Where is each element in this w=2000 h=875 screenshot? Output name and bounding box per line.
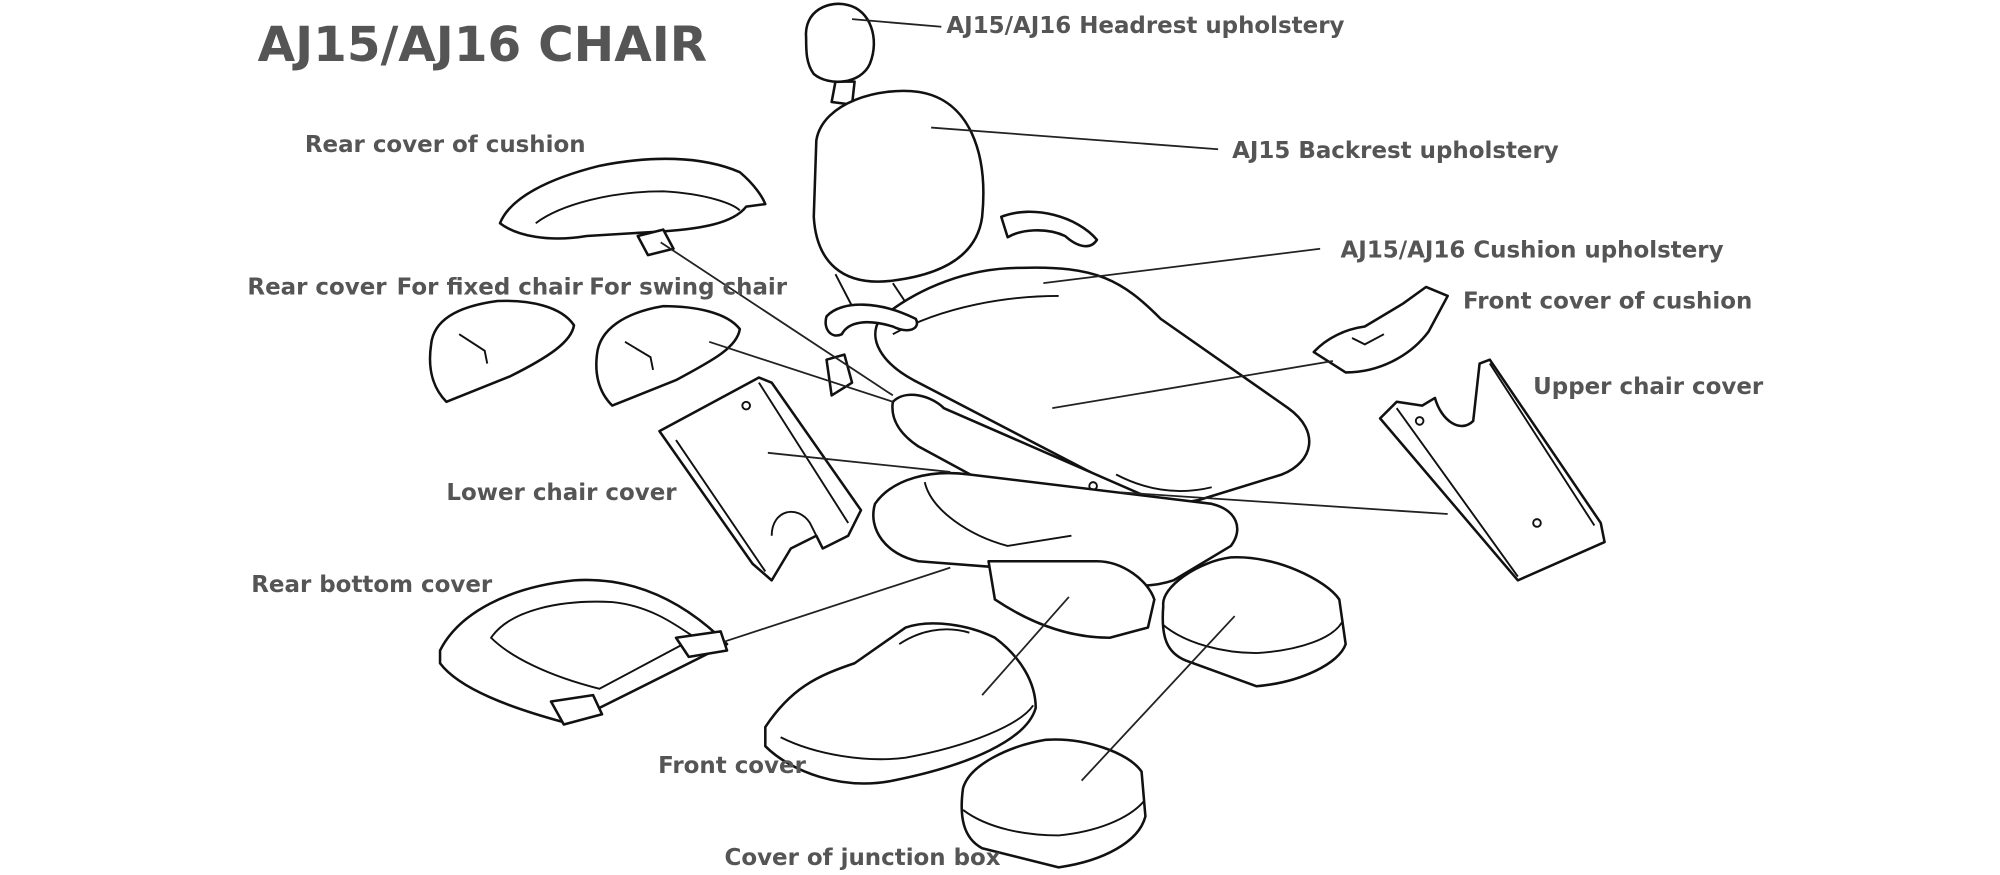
label-junction-box: Cover of junction box	[724, 845, 1000, 871]
rear-cover-swing-part	[595, 304, 742, 407]
label-front-cover: Front cover	[658, 753, 806, 779]
label-backrest: AJ15 Backrest upholstery	[1232, 138, 1559, 164]
front-cover-part	[764, 622, 1037, 785]
diagram-title: AJ15/AJ16 CHAIR	[258, 17, 707, 73]
lower-chair-cover-part	[658, 376, 863, 582]
rear-cover-fixed-part	[428, 299, 576, 404]
label-rear-bottom-cover: Rear bottom cover	[251, 572, 493, 598]
rear-cover-cushion-part	[498, 157, 767, 257]
front-cover-cushion-part	[1312, 285, 1449, 374]
upper-chair-cover-part	[1378, 358, 1606, 582]
rear-bottom-cover-part	[438, 578, 729, 726]
label-swing-chair: For swing chair	[589, 275, 788, 301]
leader-lines	[660, 18, 1448, 782]
backrest-part	[812, 89, 1099, 307]
label-upper-chair-cover: Upper chair cover	[1533, 374, 1764, 400]
label-cushion: AJ15/AJ16 Cushion upholstery	[1341, 238, 1724, 264]
label-rear-cover-cushion: Rear cover of cushion	[305, 132, 586, 158]
label-headrest: AJ15/AJ16 Headrest upholstery	[946, 13, 1344, 39]
chair-base-part	[872, 393, 1239, 640]
label-rear-cover: Rear cover	[247, 275, 387, 301]
junction-box-front-part	[960, 738, 1147, 869]
junction-box-right-part	[1161, 556, 1347, 688]
headrest-part	[804, 2, 876, 106]
label-fixed-chair: For fixed chair	[397, 275, 584, 301]
label-lower-chair-cover: Lower chair cover	[446, 480, 677, 506]
label-front-cover-cushion: Front cover of cushion	[1463, 289, 1752, 315]
